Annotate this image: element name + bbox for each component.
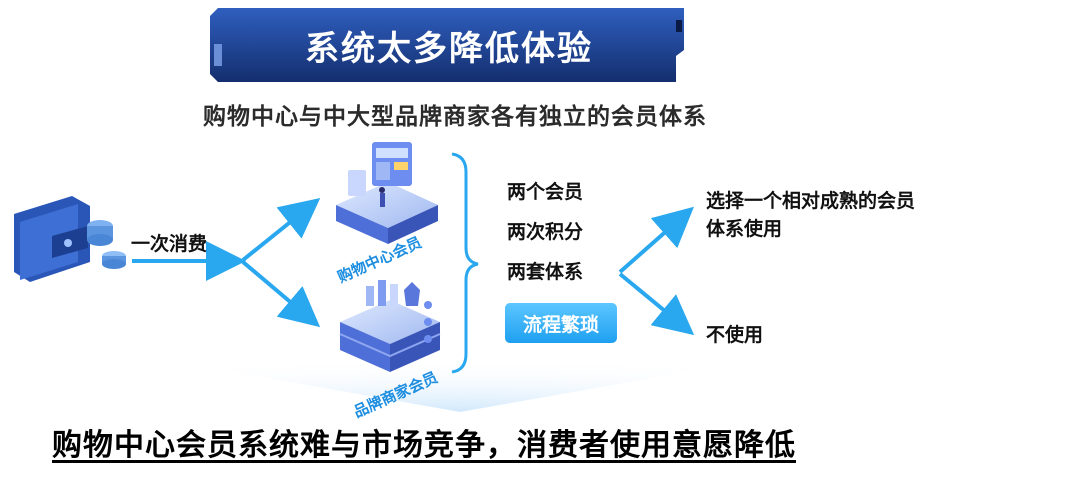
group-bracket [451,152,479,374]
title-banner [210,8,684,82]
arrow-to-outcome-2 [618,272,695,336]
middle-item: 两个会员 [507,181,584,203]
mall-platform-icon [336,142,438,244]
middle-item: 两套体系 [507,261,584,283]
outcome-item: 不使用 [706,324,764,346]
wallet-icon [14,196,90,282]
subtitle: 购物中心与中大型品牌商家各有独立的会员体系 [203,104,707,130]
arrow-to-brand [241,260,321,328]
outcome-item: 选择一个相对成熟的会员体系使用 [706,190,916,240]
coin-stack-icon [87,220,126,269]
middle-item: 两次积分 [507,221,584,243]
arrow-to-outcome-1 [618,206,694,274]
brand-platform-icon [339,280,441,372]
process-badge: 流程繁琐 [505,303,617,343]
title: 系统太多降低体验 [305,28,593,69]
arrow-to-mall [241,197,321,262]
conclusion: 购物中心会员系统难与市场竞争，消费者使用意愿降低 [52,428,796,463]
funnel-glow [120,352,800,412]
consume-label: 一次消费 [131,233,208,255]
